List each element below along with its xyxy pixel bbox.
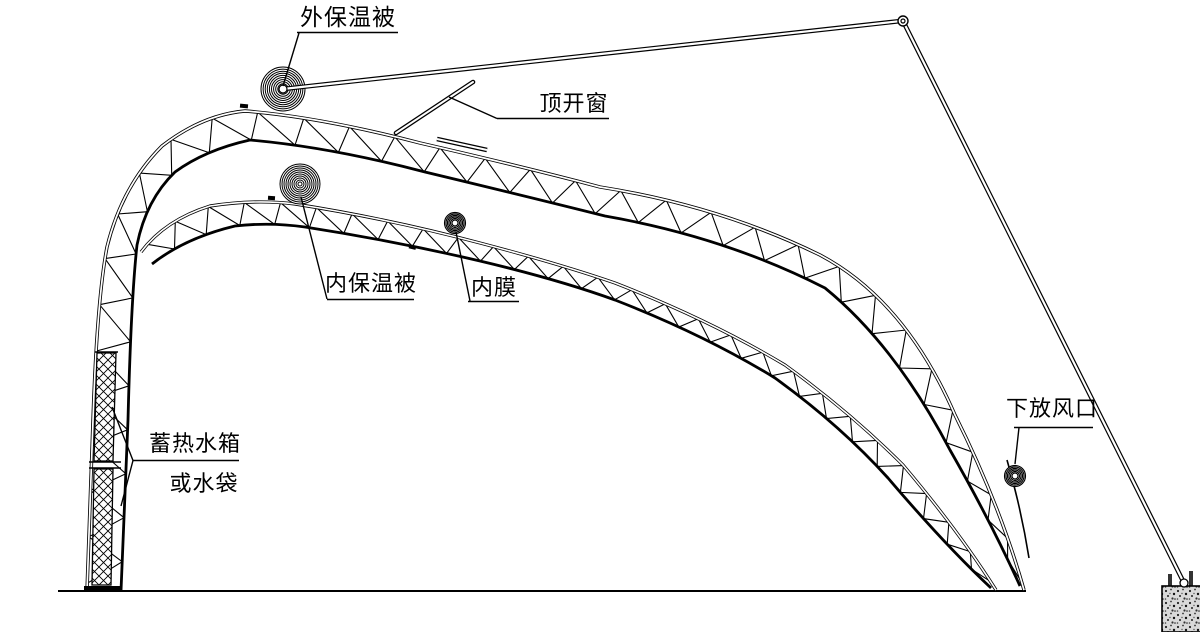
label-inner-film: 内膜 xyxy=(455,231,519,303)
lower-vent-roll xyxy=(1003,464,1027,488)
label-outer-insulation-quilt: 外保温被 xyxy=(282,5,398,87)
roll-ring xyxy=(445,213,465,233)
diagonal-pole-gap xyxy=(903,22,1185,584)
label-text-tank-line1: 蓄热水箱 xyxy=(149,432,241,457)
label-leader-line xyxy=(448,96,498,120)
outer-arch-truss xyxy=(85,109,1026,592)
bracket-nub-outer xyxy=(239,103,249,109)
label-text-lower-vent: 下放风口 xyxy=(1006,397,1098,422)
roll-ring xyxy=(297,181,303,187)
inner-arch-truss xyxy=(139,200,998,591)
roll-ring xyxy=(449,217,461,229)
top-vent-window xyxy=(393,79,488,153)
label-leader-line xyxy=(282,32,300,87)
roll-ring xyxy=(287,171,313,197)
wall-hatch-lower xyxy=(91,468,114,586)
anchor-post-left xyxy=(1168,574,1172,590)
label-lower-vent: 下放风口 xyxy=(1006,397,1098,465)
roll-ring xyxy=(295,179,305,189)
label-text-tank-line2: 或水袋 xyxy=(169,472,238,497)
quilt-support-poles xyxy=(278,15,1187,585)
label-text-inner-film: 内膜 xyxy=(471,276,517,301)
roll-ring xyxy=(291,175,309,193)
roll-ring xyxy=(1005,466,1025,486)
roll-ring xyxy=(1009,470,1021,482)
anchor-post-right xyxy=(1189,571,1193,588)
outer-arch-inner-chord xyxy=(119,138,1022,592)
roll-ring xyxy=(281,165,319,203)
label-leader-line xyxy=(1014,427,1020,465)
anchor-concrete xyxy=(1161,585,1200,632)
vent-flap-gap xyxy=(395,81,474,134)
roll-ring xyxy=(451,219,459,227)
inner-arch-outer-chord-gap xyxy=(140,201,997,591)
outer-arch-outer-chord xyxy=(85,109,1026,592)
roll-axle xyxy=(278,84,288,94)
label-text-inner-quilt: 内保温被 xyxy=(325,272,417,297)
outer-truss-webbing xyxy=(87,111,1023,584)
label-heat-storage-tank: 蓄热水箱 或水袋 xyxy=(111,406,241,507)
roll-ring xyxy=(448,216,462,230)
north-wall-column xyxy=(84,351,122,592)
upper-pole-gap xyxy=(282,19,902,91)
pole-apex-joint xyxy=(897,15,909,27)
roll-ring xyxy=(1008,469,1022,483)
label-top-vent-window: 顶开窗 xyxy=(448,92,609,120)
wall-footing xyxy=(84,586,122,592)
roll-ring xyxy=(285,169,315,199)
label-text-outer-quilt: 外保温被 xyxy=(300,5,396,31)
outer-arch-outer-chord-gap xyxy=(86,110,1025,592)
bracket-nub-inner-2 xyxy=(408,244,417,250)
roll-ring xyxy=(446,214,464,232)
inner-quilt-roll xyxy=(279,163,321,205)
label-leader-lower xyxy=(120,460,134,507)
anchor-block xyxy=(1161,571,1200,632)
roll-ring xyxy=(1006,467,1024,485)
pole-anchor-joint xyxy=(1179,578,1189,588)
roll-ring xyxy=(293,177,307,191)
label-inner-insulation-quilt: 内保温被 xyxy=(300,196,417,301)
inner-truss-webbing xyxy=(147,201,991,583)
inner-arch-inner-chord xyxy=(151,222,992,590)
bracket-nub-inner-1 xyxy=(267,195,276,201)
label-leader-line xyxy=(455,231,471,302)
label-leader-upper xyxy=(111,406,134,461)
pole-apex-pin xyxy=(900,18,906,24)
inner-arch-outer-chord xyxy=(139,200,998,591)
label-leader-line xyxy=(300,196,328,300)
roll-ring xyxy=(289,173,311,195)
roll-ring xyxy=(283,167,317,201)
label-text-top-vent: 顶开窗 xyxy=(539,92,608,117)
wall-hatch-upper xyxy=(93,352,117,462)
inner-film-roll xyxy=(443,211,467,235)
vent-sill-bar-gap xyxy=(436,138,488,151)
roll-ring xyxy=(1011,472,1019,480)
